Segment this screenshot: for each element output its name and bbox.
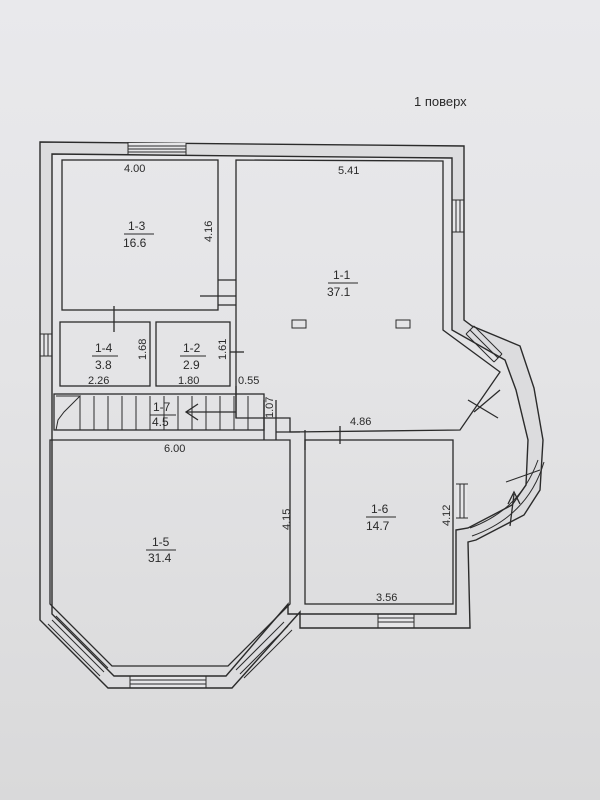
door-marks xyxy=(113,279,501,450)
dim-r15-width: 6.00 xyxy=(164,443,185,455)
room-1-3-outline xyxy=(61,159,219,311)
room-label-1-1: 1-1 37.1 xyxy=(327,268,358,299)
room-label-1-2: 1-2 2.9 xyxy=(180,341,206,372)
window-right-upper xyxy=(452,199,464,233)
window-right-lower xyxy=(456,483,468,519)
room-1-5-outline xyxy=(49,439,291,667)
svg-text:1-3: 1-3 xyxy=(128,219,146,233)
room-label-1-6: 1-6 14.7 xyxy=(366,502,396,533)
svg-text:4.5: 4.5 xyxy=(152,415,169,429)
svg-text:1-1: 1-1 xyxy=(333,268,351,282)
dim-r16-width: 3.56 xyxy=(376,592,397,604)
outer-walls xyxy=(39,141,544,689)
room-1-6-outline xyxy=(304,439,454,605)
svg-text:1-5: 1-5 xyxy=(152,535,170,549)
room-1-2-outline xyxy=(155,321,231,387)
dim-r15-height: 4.15 xyxy=(281,509,293,530)
stair-steps xyxy=(55,395,249,431)
dim-r14-width: 2.26 xyxy=(88,375,109,387)
room-label-1-5: 1-5 31.4 xyxy=(146,535,176,565)
dim-r16-height: 4.12 xyxy=(441,505,453,526)
room-label-1-4: 1-4 3.8 xyxy=(92,341,118,372)
entrance-arrow-icon xyxy=(507,490,521,527)
room-label-1-7: 1-7 4.5 xyxy=(150,400,176,429)
dim-r13-width: 4.00 xyxy=(124,163,145,175)
room-label-1-3: 1-3 16.6 xyxy=(123,219,154,250)
window-bay-bottom xyxy=(129,676,207,688)
floor-title: 1 поверх xyxy=(414,94,467,109)
svg-text:3.8: 3.8 xyxy=(95,358,112,372)
svg-text:31.4: 31.4 xyxy=(148,551,172,565)
window-bay-lower-left xyxy=(47,615,109,677)
svg-text:1-4: 1-4 xyxy=(95,341,113,355)
svg-text:14.7: 14.7 xyxy=(366,519,390,533)
dim-r12-height: 1.61 xyxy=(217,339,229,360)
dim-r13-height: 4.16 xyxy=(203,221,215,242)
dim-gap: 0.55 xyxy=(238,375,259,387)
room-1-1-outline xyxy=(235,159,501,433)
room-1-4-outline xyxy=(59,321,151,387)
stair-arrow-icon xyxy=(184,403,236,421)
window-bay-lower-right xyxy=(235,621,293,679)
svg-text:1-2: 1-2 xyxy=(183,341,201,355)
svg-text:2.9: 2.9 xyxy=(183,358,200,372)
svg-text:16.6: 16.6 xyxy=(123,236,147,250)
marker-left xyxy=(291,319,307,329)
dim-r14-height: 1.68 xyxy=(137,339,149,360)
dim-r12-width: 1.80 xyxy=(178,375,199,387)
svg-text:37.1: 37.1 xyxy=(327,285,351,299)
window-bay-upper xyxy=(465,325,503,363)
dim-r16-top: 4.86 xyxy=(350,416,371,428)
window-left xyxy=(40,333,52,357)
marker-right xyxy=(395,319,411,329)
svg-text:1-6: 1-6 xyxy=(371,502,389,516)
dim-stair-height: 1.07 xyxy=(264,397,276,418)
window-bottom xyxy=(377,614,415,628)
dim-r11-width: 5.41 xyxy=(338,165,359,177)
window-top xyxy=(127,142,187,156)
entrance-steps xyxy=(469,459,545,537)
svg-text:1-7: 1-7 xyxy=(153,400,171,414)
